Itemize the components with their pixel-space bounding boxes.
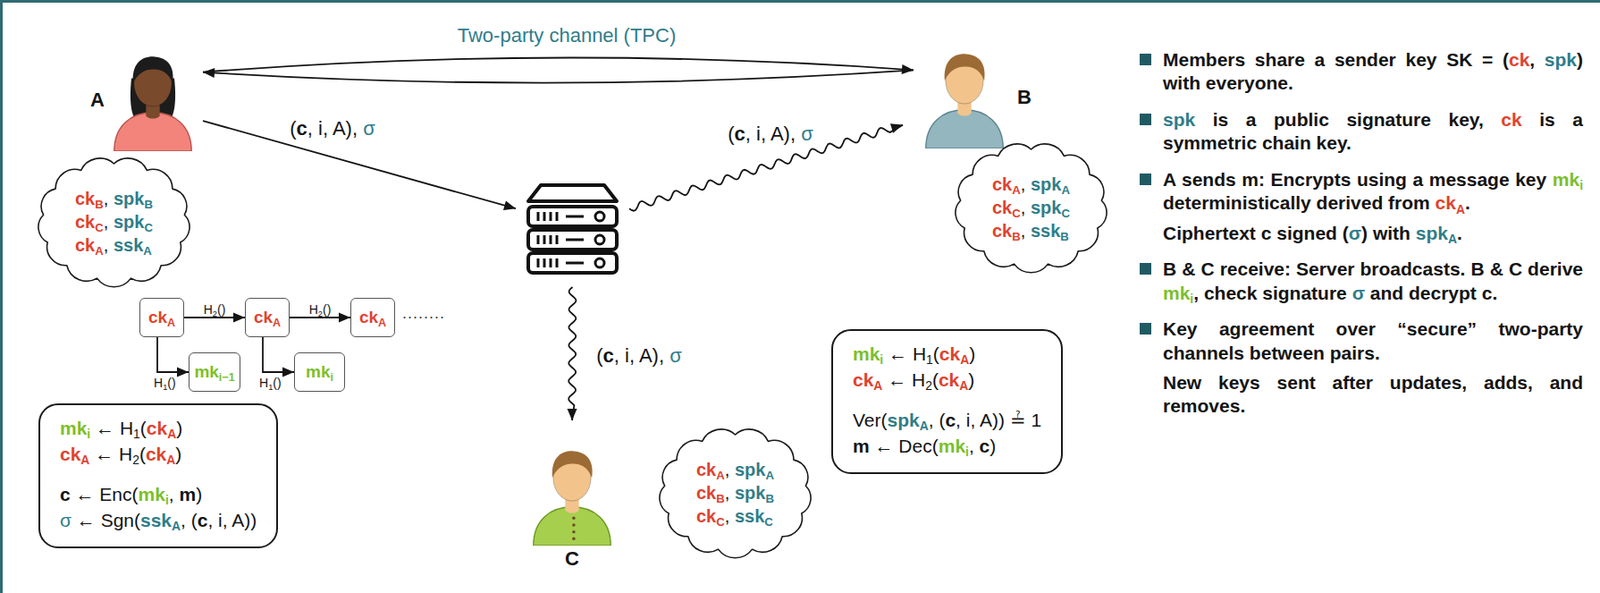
chain-key-box: ckA: [139, 297, 185, 337]
key-entry: ckA, spkA: [696, 457, 775, 481]
bullet-item: A sends m: Encrypts using a message key …: [1137, 168, 1584, 216]
bullet-text: Key agreement over “secure” two-party ch…: [1162, 317, 1584, 365]
person-figure: [920, 41, 1009, 149]
server-icon: [522, 181, 623, 278]
bullet-continuation: Ciphertext c signed (σ) with spkA.: [1137, 221, 1584, 245]
bullet-item: Key agreement over “secure” two-party ch…: [1137, 317, 1584, 365]
key-store-cloud: ckA, spkAckC, spkCckB, sskB: [947, 136, 1115, 278]
pseudocode-line: mki ← H1(ckA): [59, 415, 257, 442]
bullet-text: Members share a sender key SK = (ck, spk…: [1162, 48, 1584, 96]
arrowhead: [503, 200, 516, 211]
arrowhead: [282, 367, 295, 378]
chain-key-box: ckA: [350, 297, 396, 337]
bullet-text: spk is a public signature key, ck is a s…: [1162, 108, 1584, 156]
hair: [133, 56, 174, 84]
server-figure: [522, 181, 623, 278]
key-store-cloud: ckB, spkBckC, spkCckA, sskA: [30, 151, 198, 293]
pseudocode-line: ckA ← H2(ckA): [852, 367, 1042, 394]
connector: [567, 286, 578, 421]
person-name: B: [1017, 85, 1032, 110]
key-entry: ckB, spkB: [696, 480, 775, 505]
bullet-continuation: New keys sent after updates, adds, and r…: [1137, 370, 1584, 419]
arrowhead: [338, 312, 351, 323]
key-store-cloud: ckA, spkAckB, spkBckC, sskC: [651, 421, 819, 564]
ellipsis-dots: ........: [402, 303, 446, 323]
hair: [944, 53, 986, 81]
button: [572, 516, 575, 520]
edge-label: H1(): [258, 375, 283, 390]
edge-label: H2(): [308, 302, 333, 317]
person-figure: [109, 42, 196, 152]
person-icon: C: [529, 427, 615, 546]
pseudocode-line: ckA ← H2(ckA): [59, 441, 257, 468]
person-figure: [529, 427, 615, 546]
edge-label: Two-party channel (TPC): [454, 24, 680, 48]
pseudocode-line: c ← Enc(mki, m): [59, 481, 257, 508]
bullet-text: Ciphertext c signed (σ) with spkA.: [1162, 221, 1584, 245]
bullet-square: [1139, 113, 1152, 126]
key-entry: ckB, spkB: [75, 186, 153, 211]
connector: [202, 58, 914, 84]
chain-label: ckA: [253, 307, 281, 328]
chain-label: ckA: [148, 307, 176, 328]
bullet-text: New keys sent after updates, adds, and r…: [1162, 370, 1584, 419]
pseudocode-line: σ ← Sgn(sskA, (c, i, A)): [59, 507, 257, 534]
key-entry: ckA, spkA: [992, 172, 1070, 196]
pseudocode-box: mki ← H1(ckA)ckA ← H2(ckA) c ← Enc(mki, m…: [38, 403, 278, 548]
bullet-square: [1139, 53, 1152, 66]
arrowhead: [176, 367, 189, 378]
cloud-text: ckB, spkBckC, spkCckA, sskA: [75, 186, 153, 257]
bullet-square: [1139, 173, 1152, 186]
person-icon: B: [920, 41, 1009, 149]
pseudocode-line: Ver(spkA, (c, i, A)) ≟ 1: [852, 407, 1042, 434]
button: [572, 530, 575, 533]
chain-label: mki: [305, 362, 334, 382]
person-name: C: [564, 547, 580, 571]
chain-key-box: ckA: [244, 297, 290, 337]
edge-label: H2(): [202, 302, 228, 317]
bullet-text: A sends m: Encrypts using a message key …: [1162, 168, 1584, 216]
arrowhead: [202, 67, 215, 78]
pseudocode-line: mki ← H1(ckA): [852, 341, 1042, 368]
connector: [262, 336, 295, 378]
button: [572, 537, 575, 540]
cloud-text: ckA, spkAckB, spkBckC, sskC: [696, 457, 775, 528]
arrowhead: [233, 312, 245, 323]
key-entry: ckA, sskA: [75, 233, 153, 257]
arrowhead: [567, 408, 578, 421]
bullet-item: B & C receive: Server broadcasts. B & C …: [1137, 257, 1584, 305]
connector: [157, 336, 189, 378]
chain-key-box: mki−1: [188, 352, 241, 392]
bullet-item: Members share a sender key SK = (ck, spk…: [1137, 48, 1584, 96]
bullet-square: [1139, 262, 1152, 275]
pseudocode-box: mki ← H1(ckA)ckA ← H2(ckA) Ver(spkA, (c, …: [831, 328, 1063, 474]
chain-key-box: mki: [294, 352, 346, 392]
key-entry: ckC, sskC: [696, 504, 775, 528]
bullet-column: Members share a sender key SK = (ck, spk…: [1137, 48, 1584, 419]
key-entry: ckC, spkC: [75, 210, 153, 234]
edge-label: H1(): [152, 375, 177, 390]
pseudocode-line: m ← Dec(mki, c): [852, 433, 1042, 460]
person-name: A: [90, 88, 105, 112]
key-entry: ckB, sskB: [992, 218, 1070, 243]
person-icon: A: [109, 42, 196, 152]
cloud-text: ckA, spkAckC, spkCckB, sskB: [992, 172, 1070, 243]
edge-label: (c, i, A), σ: [593, 344, 685, 368]
arrowhead: [901, 64, 914, 75]
chain-label: ckA: [359, 307, 387, 328]
button: [572, 522, 575, 526]
key-entry: ckC, spkC: [992, 195, 1070, 219]
bullet-square: [1139, 322, 1152, 335]
bullet-text: B & C receive: Server broadcasts. B & C …: [1162, 257, 1584, 305]
arrowhead: [890, 123, 903, 134]
bullet-item: spk is a public signature key, ck is a s…: [1137, 108, 1584, 156]
hair: [552, 450, 593, 478]
edge-label: (c, i, A), σ: [286, 117, 379, 141]
chain-label: mki−1: [193, 362, 235, 382]
edge-label: (c, i, A), σ: [724, 122, 817, 146]
